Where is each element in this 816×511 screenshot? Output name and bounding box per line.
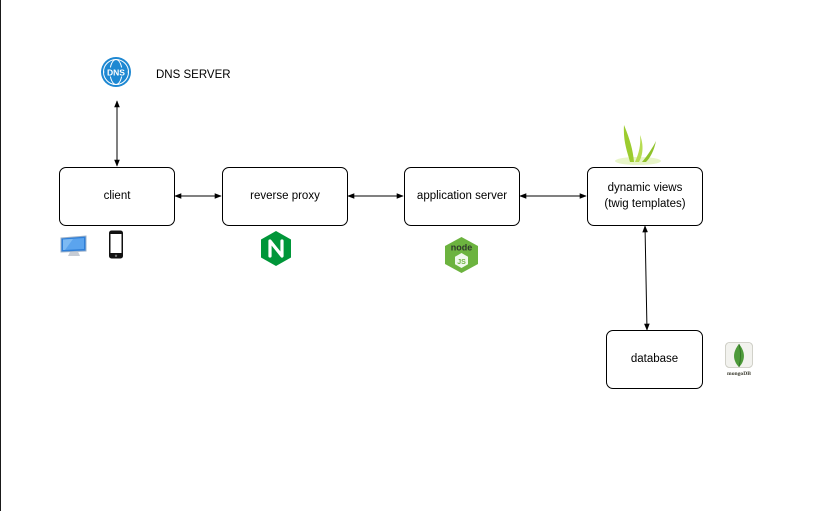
database-node[interactable]: database <box>606 330 703 389</box>
nodejs-logo-icon: node JS <box>445 237 478 273</box>
application-server-node[interactable]: application server <box>404 167 520 226</box>
application-server-label: application server <box>416 189 508 202</box>
smartphone-icon <box>109 230 123 259</box>
svg-text:JS: JS <box>457 259 466 266</box>
mongodb-logo-icon: mongoDB <box>725 342 753 377</box>
canvas-left-border <box>0 0 1 511</box>
database-label: database <box>630 352 679 365</box>
dns-icon-text: DNS <box>107 67 125 77</box>
desktop-monitor-icon <box>60 235 87 256</box>
client-node[interactable]: client <box>59 167 175 226</box>
globe-dns-icon: DNS <box>101 57 131 87</box>
reverse-proxy-node[interactable]: reverse proxy <box>222 167 348 226</box>
nodejs-icon-text: node <box>451 243 473 253</box>
dynamic-views-node[interactable]: dynamic views (twig templates) <box>587 167 703 226</box>
client-label: client <box>103 189 131 202</box>
dns-server-label: DNS SERVER <box>156 69 231 81</box>
reverse-proxy-label: reverse proxy <box>250 189 320 202</box>
twig-leaves-icon <box>615 125 661 165</box>
dynamic-views-label: dynamic views (twig templates) <box>604 181 686 210</box>
nginx-logo-icon <box>261 231 291 266</box>
connector-dynamic-views-database <box>642 225 650 331</box>
mongodb-icon-text: mongoDB <box>727 371 751 377</box>
